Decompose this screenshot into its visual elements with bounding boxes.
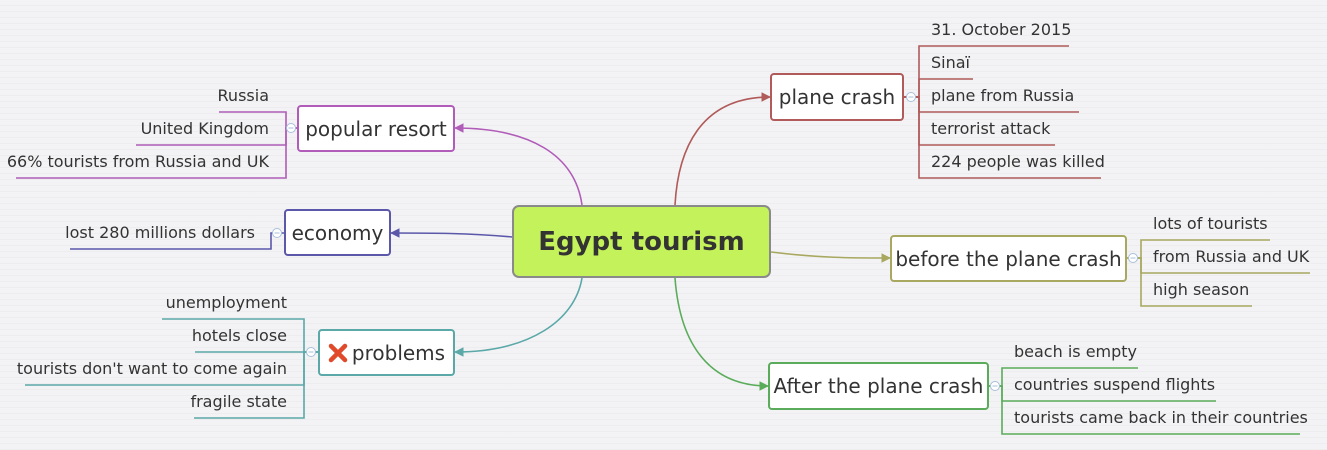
subtopic-date[interactable]: 31. October 2015 <box>931 20 1072 39</box>
subtopic-people-killed[interactable]: 224 people was killed <box>931 152 1105 171</box>
topic-label: plane crash <box>778 85 896 109</box>
topic-label: After the plane crash <box>773 374 984 398</box>
topic-plane-crash[interactable]: plane crash <box>770 73 904 121</box>
topic-after-crash[interactable]: After the plane crash <box>768 362 989 410</box>
connector-before-crash <box>770 251 891 263</box>
collapse-markers <box>272 92 1138 391</box>
subtopic-tourists-dont-return[interactable]: tourists don't want to come again <box>16 359 287 378</box>
connector-after-crash <box>674 277 769 391</box>
subtopic-lost-dollars[interactable]: lost 280 millions dollars <box>65 223 255 242</box>
subtopic-fragile-state[interactable]: fragile state <box>190 392 287 411</box>
central-topic[interactable]: Egypt tourism <box>512 205 771 278</box>
subtopic-high-season[interactable]: high season <box>1153 280 1250 299</box>
subtopic-from-russia-uk[interactable]: from Russia and UK <box>1153 247 1310 266</box>
connector-plane-crash <box>674 92 771 206</box>
topic-before-crash[interactable]: before the plane crash <box>890 235 1127 282</box>
subtopic-lots-of-tourists[interactable]: lots of tourists <box>1153 214 1268 233</box>
red-x-icon <box>328 343 348 363</box>
subtopic-suspend-flights[interactable]: countries suspend flights <box>1014 375 1216 394</box>
subtopic-tourists-share[interactable]: 66% tourists from Russia and UK <box>6 152 269 171</box>
subtopic-russia[interactable]: Russia <box>217 86 269 105</box>
subtopic-hotels-close[interactable]: hotels close <box>191 326 287 345</box>
connector-economy <box>390 228 513 238</box>
connector-popular-resort <box>454 123 583 206</box>
subtopic-sinai[interactable]: Sinaï <box>931 53 970 72</box>
subtopic-plane-from-russia[interactable]: plane from Russia <box>931 86 1075 105</box>
subtopic-united-kingdom[interactable]: United Kingdom <box>140 119 269 138</box>
central-topic-label: Egypt tourism <box>538 226 745 257</box>
subtopic-beach-empty[interactable]: beach is empty <box>1014 342 1138 361</box>
topic-popular-resort[interactable]: popular resort <box>297 105 455 152</box>
topic-label: before the plane crash <box>895 246 1122 271</box>
topic-economy[interactable]: economy <box>284 209 391 256</box>
topic-problems[interactable]: problems <box>318 329 455 376</box>
topic-label: problems <box>351 340 446 365</box>
topic-label: popular resort <box>305 116 447 141</box>
subtopic-unemployment[interactable]: unemployment <box>165 293 287 312</box>
connector-problems <box>454 277 583 357</box>
subtopic-tourists-came-back[interactable]: tourists came back in their countries <box>1014 408 1308 427</box>
topic-label: economy <box>291 220 384 245</box>
subtopic-terrorist-attack[interactable]: terrorist attack <box>931 119 1051 138</box>
